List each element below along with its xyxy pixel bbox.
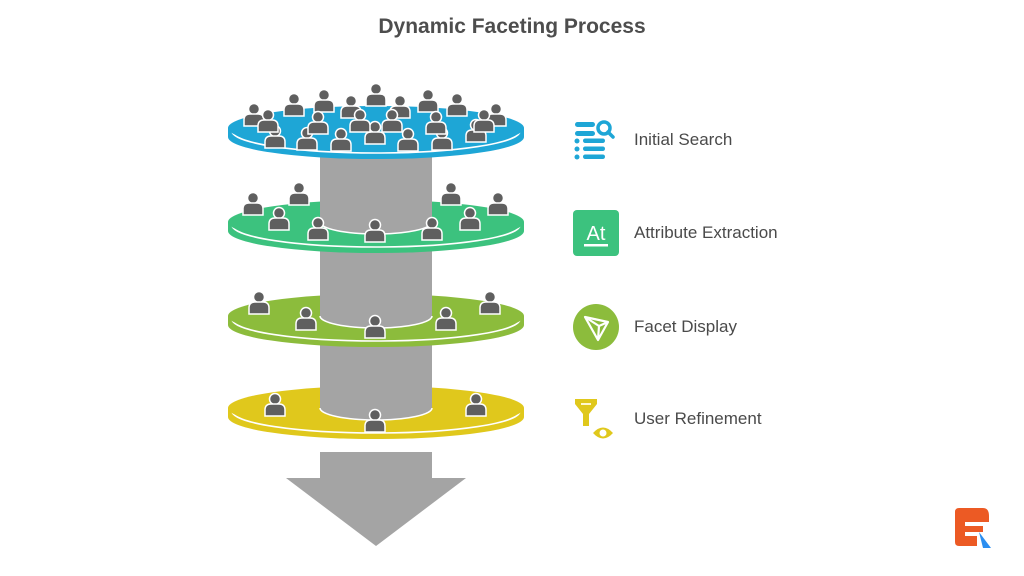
person-icon	[487, 191, 509, 216]
person-icon	[307, 216, 329, 241]
person-icon	[364, 218, 386, 243]
person-icon	[446, 92, 468, 117]
person-icon	[242, 191, 264, 216]
person-icon	[381, 108, 403, 133]
legend-label-attribute-extraction: Attribute Extraction	[634, 223, 778, 242]
at-glyph: At	[587, 223, 606, 245]
brand-logo	[953, 508, 993, 548]
person-icon	[248, 290, 270, 315]
legend-item-attribute-extraction: At Attribute Extraction	[573, 210, 778, 256]
disc-attribute-extraction	[228, 198, 524, 253]
person-icon	[473, 108, 495, 133]
person-icon	[257, 108, 279, 133]
person-icon	[364, 408, 386, 433]
person-icon	[421, 216, 443, 241]
person-icon	[365, 82, 387, 107]
text-attribute-icon: At	[573, 210, 619, 256]
person-icon	[330, 127, 352, 152]
person-icon	[465, 392, 487, 417]
filter-eye-icon	[573, 396, 619, 442]
person-icon	[307, 110, 329, 135]
diagram-title: Dynamic Faceting Process	[378, 15, 646, 38]
person-icon	[296, 126, 318, 151]
legend-label-facet-display: Facet Display	[634, 317, 737, 336]
person-icon	[268, 206, 290, 231]
person-icon	[440, 181, 462, 206]
legend-item-user-refinement: User Refinement	[573, 396, 762, 442]
person-icon	[313, 88, 335, 113]
person-icon	[283, 92, 305, 117]
person-icon	[288, 181, 310, 206]
person-icon	[364, 314, 386, 339]
person-icon	[349, 108, 371, 133]
person-icon	[459, 206, 481, 231]
gem-facet-icon	[573, 304, 619, 350]
person-icon	[364, 120, 386, 145]
legend-label-user-refinement: User Refinement	[634, 409, 762, 428]
legend-label-initial-search: Initial Search	[634, 130, 733, 149]
search-list-icon	[573, 117, 619, 163]
down-arrow	[286, 452, 466, 546]
legend-item-initial-search: Initial Search	[573, 117, 732, 163]
person-icon	[397, 127, 419, 152]
person-icon	[417, 88, 439, 113]
person-icon	[295, 306, 317, 331]
person-icon	[425, 110, 447, 135]
person-icon	[479, 290, 501, 315]
legend-item-facet-display: Facet Display	[573, 304, 737, 350]
person-icon	[435, 306, 457, 331]
person-icon	[264, 392, 286, 417]
